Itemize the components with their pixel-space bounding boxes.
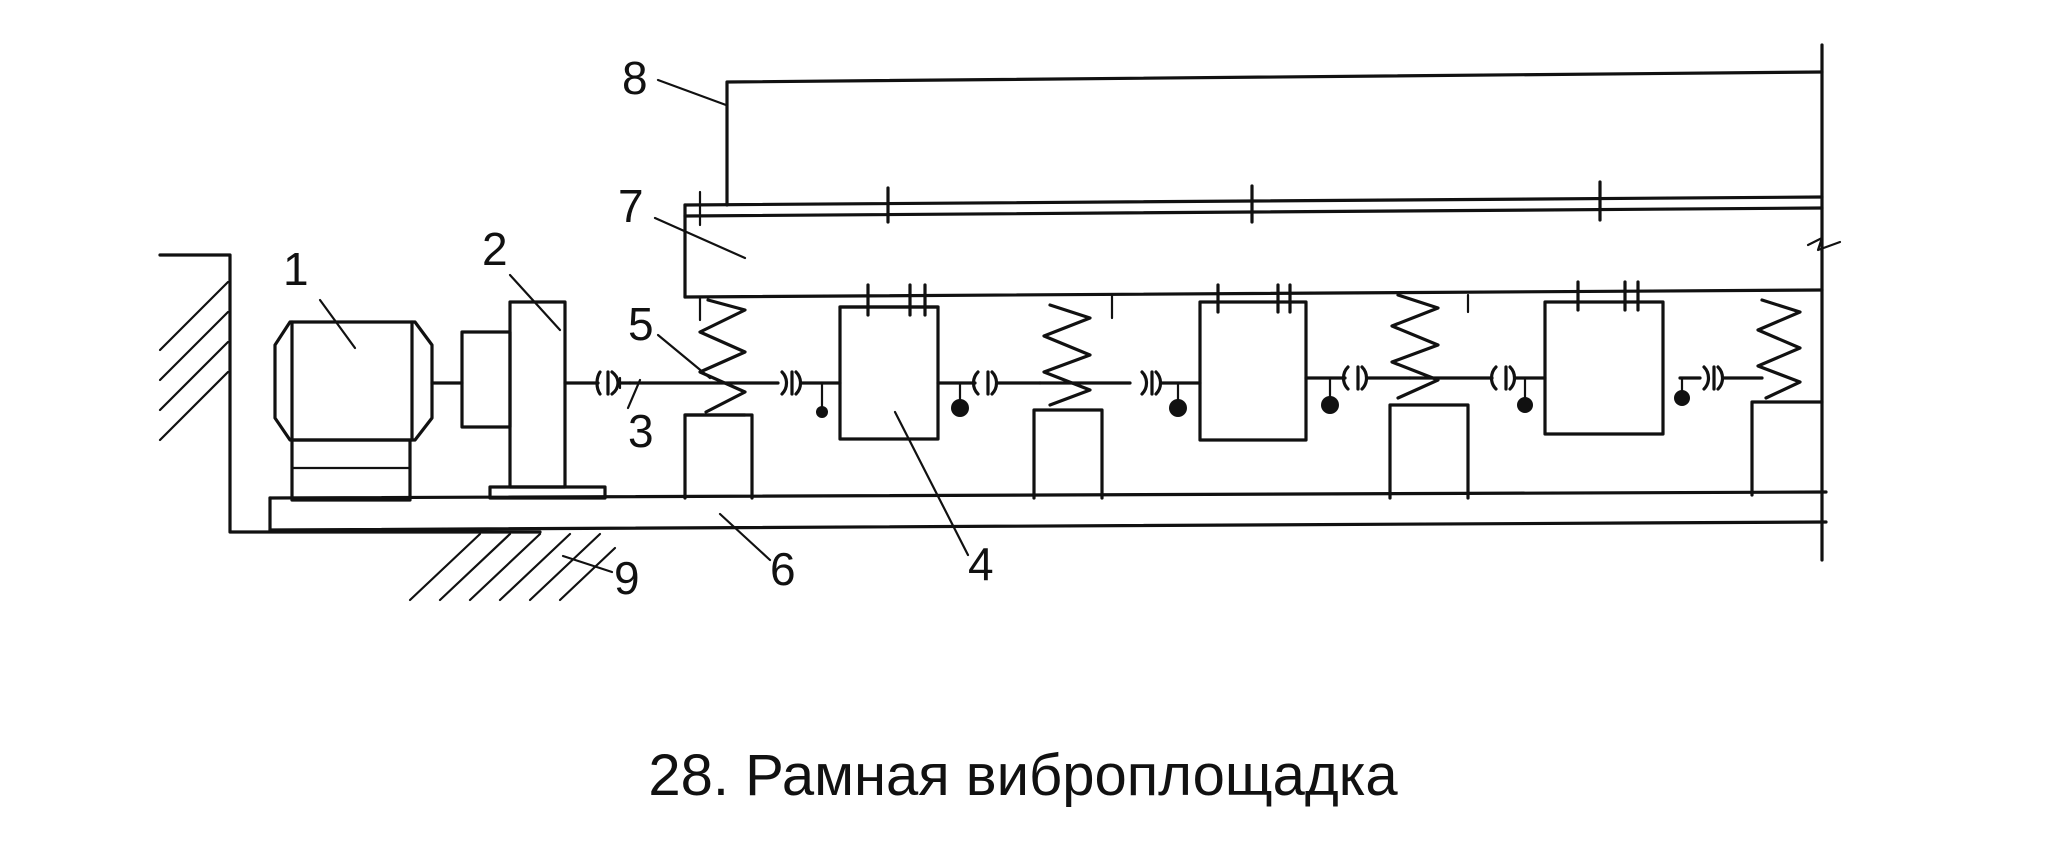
vibrator-blocks [838, 280, 1665, 442]
form-mould [725, 70, 1824, 207]
callout-labels: 1 2 3 4 5 6 7 8 9 [283, 52, 994, 604]
label-7: 7 [618, 180, 644, 232]
eccentric-weights [816, 376, 1690, 418]
break-line [1806, 43, 1842, 562]
vibrating-frame [683, 180, 1824, 322]
label-1: 1 [283, 243, 309, 295]
figure-caption: 28. Рамная виброплощадка [648, 743, 1398, 808]
label-3: 3 [628, 405, 654, 457]
electric-motor [273, 320, 434, 502]
cardan-shaft-line [563, 365, 1764, 396]
foundation-pit [158, 253, 542, 534]
label-6: 6 [770, 543, 796, 595]
spring-supports [683, 400, 1824, 500]
label-2: 2 [482, 223, 508, 275]
gearbox [460, 300, 607, 500]
label-9: 9 [614, 552, 640, 604]
label-5: 5 [628, 298, 654, 350]
label-4: 4 [968, 538, 994, 590]
leader-lines [318, 78, 970, 574]
springs [683, 293, 1802, 417]
ground-hatching [158, 280, 617, 602]
label-8: 8 [622, 52, 648, 104]
